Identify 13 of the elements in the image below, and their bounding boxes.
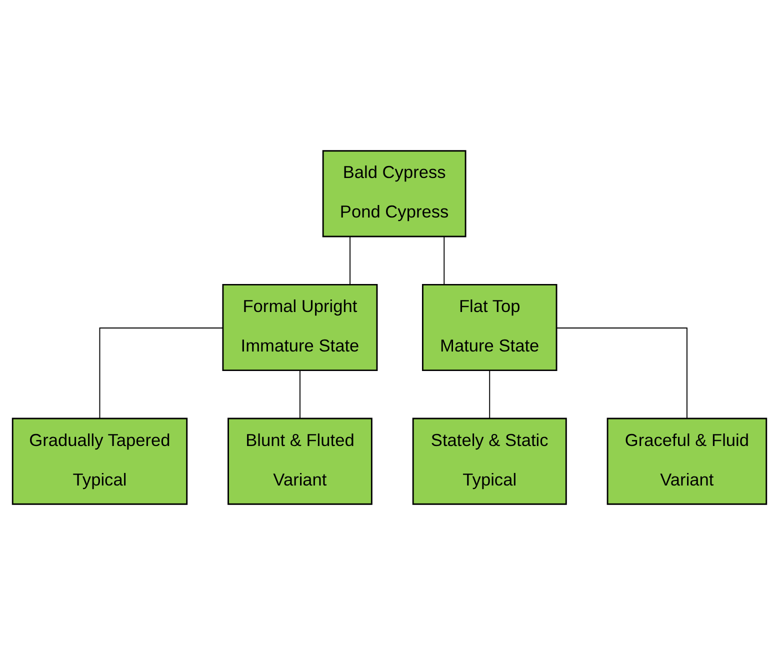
connector [444,236,445,285]
node-box: Blunt & Fluted Variant [228,418,372,505]
node-box: Formal Upright Immature State [222,284,378,372]
node-box: Flat Top Mature State [422,284,558,372]
node-box: Bald Cypress Pond Cypress [322,150,466,238]
node-box: Graceful & Fluid Variant [606,418,768,505]
connector [489,370,490,419]
connector [299,370,300,419]
node-box: Gradually Tapered Typical [12,418,188,505]
connector [556,328,688,419]
connector [350,236,351,285]
node-box: Stately & Static Typical [412,418,567,505]
connector [99,328,224,419]
